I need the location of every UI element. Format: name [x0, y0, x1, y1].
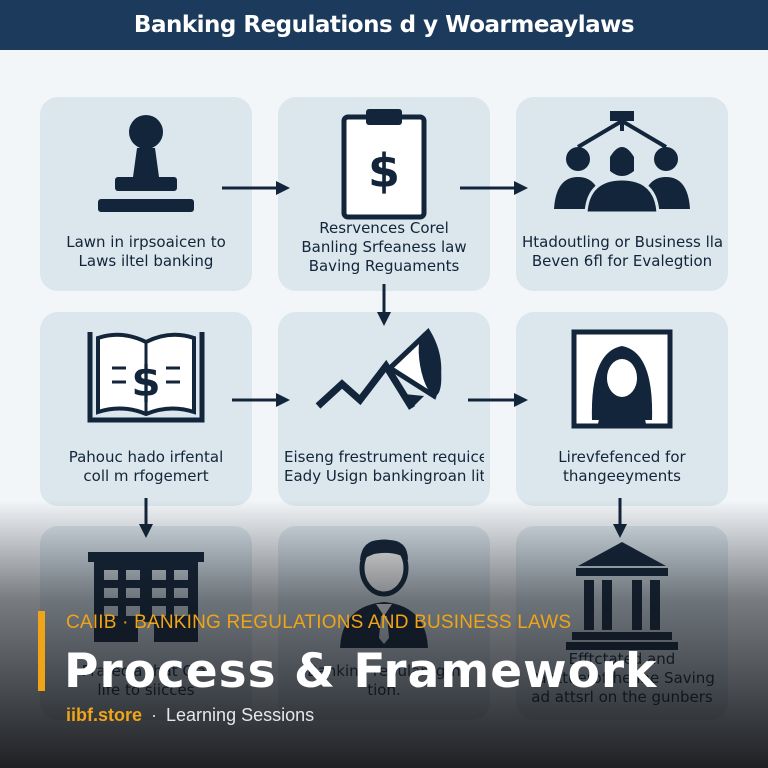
- card-text: Pahouc hado irfental coll m rfogemert: [46, 448, 246, 486]
- card-line: Pahouc hado irfental: [68, 448, 224, 466]
- flow-arrow-down: [377, 284, 391, 326]
- process-card-3: Htadoutling or Business llas Beven 6fl f…: [516, 97, 728, 291]
- accent-bar: [38, 611, 45, 691]
- card-text: Lirevfefenced for thangeeyments: [522, 448, 722, 486]
- process-card-4: $ Pahouc hado irfental coll m rfogemert: [40, 312, 252, 506]
- card-line: Eiseng frestrument requices: [284, 448, 484, 466]
- brand-link[interactable]: iibf.store: [66, 705, 143, 725]
- card-line: coll m rfogemert: [83, 467, 209, 485]
- card-line: Resrvences Corel: [319, 219, 449, 237]
- person-portrait-icon: [571, 329, 673, 429]
- svg-text:$: $: [131, 357, 160, 406]
- card-line: Htadoutling or Business llas: [522, 233, 722, 251]
- svg-text:$: $: [368, 144, 400, 198]
- flow-arrow-down: [139, 498, 153, 538]
- flow-arrow-down: [613, 498, 627, 538]
- process-card-2: $ Resrvences Corel Banling Srfeaness law…: [278, 97, 490, 291]
- card-line: thangeeyments: [563, 467, 681, 485]
- process-card-5: Eiseng frestrument requices Eady Usign b…: [278, 312, 490, 506]
- course-subtitle: CAIIB · BANKING REGULATIONS AND BUSINESS…: [66, 612, 572, 633]
- card-text: Eiseng frestrument requices Eady Usign b…: [284, 448, 484, 486]
- bank-columns-icon: [566, 542, 678, 650]
- card-line: Lirevfefenced for: [558, 448, 686, 466]
- overlay-title: Process & Framework: [64, 644, 658, 699]
- session-label: Learning Sessions: [166, 705, 315, 725]
- book-dollar-icon: $: [87, 332, 205, 423]
- footer-line: iibf.store · Learning Sessions: [66, 705, 314, 726]
- flow-arrow-right: [232, 393, 290, 407]
- card-text: Resrvences Corel Banling Srfeaness law B…: [284, 219, 484, 276]
- card-line: Eady Usign bankingroan lites: [284, 467, 484, 485]
- card-line: Baving Reguaments: [308, 257, 460, 275]
- card-line: Laws iltel banking: [78, 252, 214, 270]
- card-line: Lawn in irpsoaicen to: [66, 233, 226, 251]
- pawn-icon: [98, 115, 194, 212]
- header-bar: Banking Regulations d y Woarmeaylaws: [0, 0, 768, 50]
- page-title: Banking Regulations d y Woarmeaylaws: [133, 12, 635, 38]
- businessman-icon: [340, 539, 428, 648]
- flow-arrow-right: [460, 181, 528, 195]
- people-network-icon: [554, 111, 690, 215]
- card-text: Lawn in irpsoaicen to Laws iltel banking: [46, 233, 246, 271]
- separator-dot: ·: [151, 705, 158, 725]
- trend-megaphone-icon: [315, 328, 442, 410]
- clipboard-dollar-icon: $: [341, 109, 427, 220]
- card-line: Beven 6fl for Evalegtion: [531, 252, 713, 270]
- flow-arrow-right: [468, 393, 528, 407]
- process-card-1: Lawn in irpsoaicen to Laws iltel banking: [40, 97, 252, 291]
- office-building-icon: [88, 552, 204, 642]
- flow-arrow-right: [222, 181, 290, 195]
- process-card-6: Lirevfefenced for thangeeyments: [516, 312, 728, 506]
- card-line: Banling Srfeaness law: [301, 238, 467, 256]
- card-text: Htadoutling or Business llas Beven 6fl f…: [522, 233, 722, 271]
